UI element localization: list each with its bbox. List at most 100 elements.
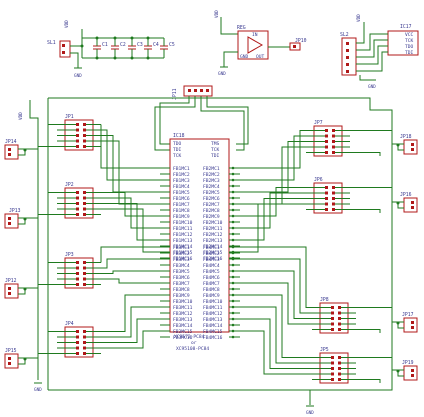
svg-text:JP1: JP1 xyxy=(65,114,74,120)
power-input-section: SL1 VDD GND C1 C2 C3 xyxy=(47,20,175,79)
svg-text:JP7: JP7 xyxy=(314,120,323,126)
ic18-pin-left-lower-10: FB3MC11 xyxy=(173,305,193,311)
ic18-pin-left-upper-8: FB1MC9 xyxy=(173,214,190,220)
svg-text:VDD: VDD xyxy=(356,14,362,22)
jp15-terminal: JP15 xyxy=(4,348,38,369)
ic18-pin-left-lower-12: FB3MC13 xyxy=(173,317,193,323)
svg-text:C4: C4 xyxy=(153,42,159,48)
svg-text:C3: C3 xyxy=(137,42,143,48)
ic18-pin-right-upper-9: FB2MC10 xyxy=(203,220,223,226)
jp2-header: JP2 xyxy=(57,182,101,219)
ic18-pin-left-upper-7: FB1MC8 xyxy=(173,208,190,214)
svg-text:GND: GND xyxy=(34,387,42,393)
ic18-pin-left-upper-5: FB1MC6 xyxy=(173,196,190,202)
ic18-pin-left-lower-9: FB3MC10 xyxy=(173,299,193,305)
ic18-pin-right-lower-7: FB4MC8 xyxy=(203,287,220,293)
svg-text:GND: GND xyxy=(218,71,226,77)
ic18-pin-left-upper-9: FB1MC10 xyxy=(173,220,193,226)
svg-text:JP18: JP18 xyxy=(400,134,412,140)
ic18-pin-right-lower-14: FB4MC15 xyxy=(203,329,223,335)
svg-text:JP17: JP17 xyxy=(402,312,414,318)
ic18-pin-right-lower-1: FB4MC2 xyxy=(203,251,220,257)
ic18-pin-left-upper-13: FB1MC14 xyxy=(173,244,193,250)
regulator xyxy=(237,30,269,60)
svg-text:JP12: JP12 xyxy=(5,278,17,284)
jp12-terminal: JP12 xyxy=(4,278,38,299)
svg-text:TCK: TCK xyxy=(173,153,182,159)
regulator-label: REG xyxy=(237,25,246,31)
capacitor-c1: C1 xyxy=(93,38,108,58)
capacitor-c3: C3 xyxy=(128,38,143,58)
svg-text:GND: GND xyxy=(368,84,376,90)
jp11-connector: JP11 xyxy=(154,85,249,151)
svg-text:JP15: JP15 xyxy=(5,348,17,354)
ic18-pin-right-upper-15: FB2MC16 xyxy=(203,256,223,262)
ic18-pin-left-lower-0: FB3MC1 xyxy=(173,245,190,251)
ic18-pin-right-upper-10: FB2MC11 xyxy=(203,226,223,232)
svg-text:JP19: JP19 xyxy=(402,360,414,366)
svg-text:JP14: JP14 xyxy=(5,139,17,145)
svg-text:TMS: TMS xyxy=(211,141,220,147)
jp16-terminal: JP16 xyxy=(392,192,418,213)
ic18-pin-left-upper-1: FB1MC2 xyxy=(173,172,190,178)
svg-text:TDI: TDI xyxy=(173,147,182,153)
ic18-pin-right-lower-13: FB4MC14 xyxy=(203,323,223,329)
capacitor-c5: C5 xyxy=(160,38,175,58)
jp13-terminal: JP13 xyxy=(4,208,38,229)
svg-text:JP8: JP8 xyxy=(320,297,329,303)
jp3-header: JP3 xyxy=(57,252,101,289)
svg-text:JP6: JP6 xyxy=(314,177,323,183)
ic18-pin-left-lower-2: FB3MC3 xyxy=(173,257,190,263)
ic18-pin-right-upper-14: FB2MC15 xyxy=(203,250,223,256)
ic18-pin-left-upper-15: FB1MC16 xyxy=(173,256,193,262)
ic18-pin-left-upper-3: FB1MC4 xyxy=(173,184,190,190)
ic18-pin-right-lower-6: FB4MC7 xyxy=(203,281,220,287)
svg-text:TDO: TDO xyxy=(173,141,182,147)
svg-text:TDI: TDI xyxy=(211,153,220,159)
svg-text:XC95108-PC84: XC95108-PC84 xyxy=(176,346,209,352)
vdd-caps-label: VDD xyxy=(64,20,70,28)
svg-text:or: or xyxy=(191,341,197,346)
ic18-pin-right-upper-6: FB2MC7 xyxy=(203,202,220,208)
ic18-pin-right-upper-5: FB2MC6 xyxy=(203,196,220,202)
ic18-pin-left-lower-7: FB3MC8 xyxy=(173,287,190,293)
ic18-pin-right-lower-2: FB4MC3 xyxy=(203,257,220,263)
svg-text:TCK: TCK xyxy=(405,38,414,44)
jp18-terminal: JP18 xyxy=(392,134,418,155)
ic18-pin-right-upper-13: FB2MC14 xyxy=(203,244,223,250)
jp7-header: JP7 xyxy=(306,120,350,157)
ic18-pin-right-upper-12: FB2MC13 xyxy=(203,238,223,244)
svg-text:JP4: JP4 xyxy=(65,321,74,327)
svg-text:C2: C2 xyxy=(120,42,126,48)
ic18-pin-left-lower-15: FB3MC16 xyxy=(173,335,193,341)
svg-text:VDD: VDD xyxy=(18,112,24,120)
ic18-pin-left-upper-12: FB1MC13 xyxy=(173,238,193,244)
ic18-pin-right-upper-0: FB2MC1 xyxy=(203,166,220,172)
ic18-pin-left-lower-8: FB3MC9 xyxy=(173,293,190,299)
svg-text:JP13: JP13 xyxy=(9,208,21,214)
ic18-pin-left-lower-6: FB3MC7 xyxy=(173,281,190,287)
sl2-label: SL2 xyxy=(340,32,349,38)
ic18-pin-right-lower-11: FB4MC12 xyxy=(203,311,223,317)
svg-text:GND: GND xyxy=(240,54,249,60)
jtag-header-section: VDD SL2 IC17 VCC TCK TDO TDI GND xyxy=(340,14,419,90)
ic18-pin-right-lower-9: FB4MC10 xyxy=(203,299,223,305)
ic18-pin-right-upper-1: FB2MC2 xyxy=(203,172,220,178)
ic18-pin-left-upper-0: FB1MC1 xyxy=(173,166,190,172)
regulator-section: VDD REG IN OUT GND GND JP10 xyxy=(214,10,307,77)
jp10-connector xyxy=(289,42,301,51)
jp17-terminal: JP17 xyxy=(392,312,418,333)
ic18-pin-right-lower-10: FB4MC11 xyxy=(203,305,223,311)
ic18-pin-right-upper-7: FB2MC8 xyxy=(203,208,220,214)
svg-text:JP2: JP2 xyxy=(65,182,74,188)
ic18-pin-left-lower-11: FB3MC12 xyxy=(173,311,193,317)
ic18-cpld: IC18 TDO TDI TCK TMS TCK TDI XC9572-PC84… xyxy=(160,133,240,352)
jp5-header: JP5 xyxy=(312,347,356,384)
svg-text:XC9572-PC84: XC9572-PC84 xyxy=(174,334,205,340)
svg-text:GND: GND xyxy=(306,410,314,416)
capacitor-c2: C2 xyxy=(111,38,126,58)
svg-text:TCK: TCK xyxy=(211,147,220,153)
jp1-header: JP1 xyxy=(57,114,101,151)
ic18-pin-left-lower-5: FB3MC6 xyxy=(173,275,190,281)
ic18-pin-right-lower-8: FB4MC9 xyxy=(203,293,220,299)
